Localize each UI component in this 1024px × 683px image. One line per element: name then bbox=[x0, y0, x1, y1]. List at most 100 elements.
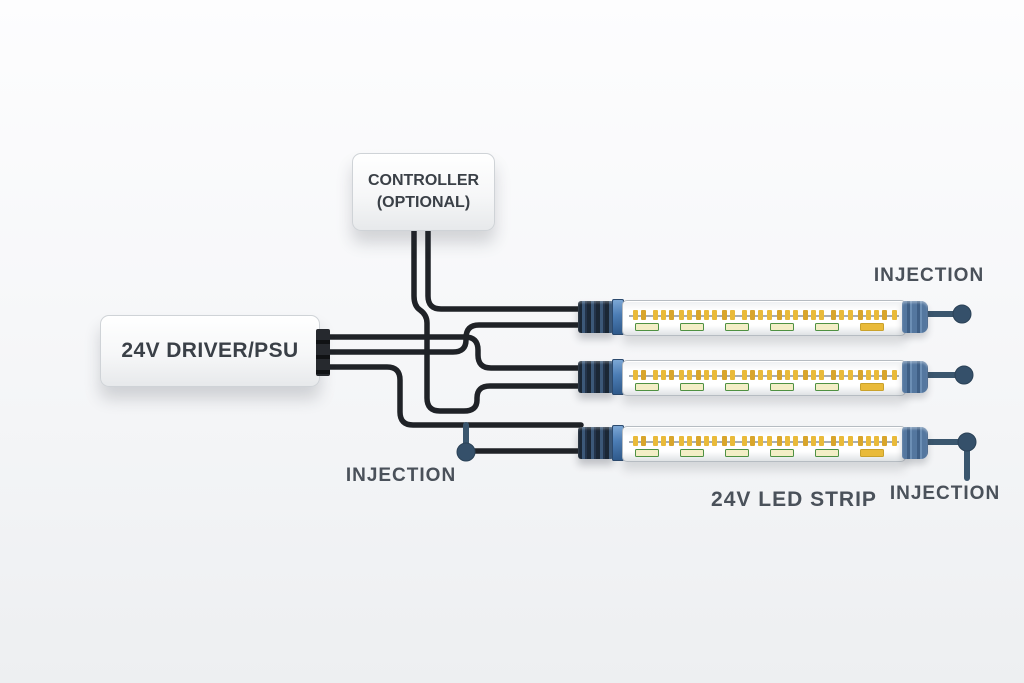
led-chip bbox=[712, 310, 717, 320]
led-chip bbox=[811, 370, 817, 380]
led-chip bbox=[742, 436, 747, 446]
resistor bbox=[815, 383, 839, 391]
led-chip bbox=[758, 436, 764, 446]
strip-tube bbox=[622, 360, 906, 396]
injection-node-strip3 bbox=[957, 432, 977, 452]
led-chip bbox=[679, 370, 685, 380]
led-chip bbox=[766, 436, 772, 446]
led-chip bbox=[874, 310, 879, 320]
resistor bbox=[860, 449, 884, 457]
led-chip bbox=[687, 370, 693, 380]
strip-end-cap bbox=[902, 361, 928, 393]
led-chip bbox=[831, 436, 837, 446]
resistor bbox=[725, 323, 749, 331]
led-chip bbox=[661, 310, 666, 320]
led-strip-2 bbox=[578, 359, 928, 396]
resistor bbox=[770, 449, 794, 457]
led-chip bbox=[722, 370, 727, 380]
led-chip bbox=[847, 370, 853, 380]
resistor bbox=[635, 449, 659, 457]
led-chip bbox=[641, 436, 646, 446]
led-chip bbox=[750, 436, 756, 446]
strip-connector-collar bbox=[612, 359, 624, 395]
led-chip bbox=[766, 370, 772, 380]
led-chip bbox=[819, 436, 825, 446]
controller-label: CONTROLLER (OPTIONAL) bbox=[367, 172, 480, 211]
resistor bbox=[725, 383, 749, 391]
strip-connector-collar bbox=[612, 299, 624, 335]
resistor bbox=[770, 383, 794, 391]
led-chip bbox=[695, 310, 701, 320]
strip-end-cap bbox=[902, 427, 928, 459]
led-chip bbox=[687, 436, 693, 446]
led-chip bbox=[641, 370, 646, 380]
led-chip bbox=[679, 436, 685, 446]
led-chip bbox=[703, 370, 709, 380]
led-chip bbox=[632, 436, 638, 446]
led-chip bbox=[803, 310, 808, 320]
led-chip bbox=[758, 310, 764, 320]
led-chip bbox=[652, 370, 658, 380]
led-chip bbox=[793, 370, 798, 380]
strip-connector-collar bbox=[612, 425, 624, 461]
led-chip bbox=[865, 370, 871, 380]
led-chip bbox=[776, 310, 782, 320]
led-chip bbox=[874, 370, 879, 380]
led-chip bbox=[641, 310, 646, 320]
led-chip bbox=[892, 436, 898, 446]
led-chip bbox=[776, 370, 782, 380]
led-chip bbox=[687, 310, 693, 320]
led-chip bbox=[882, 370, 888, 380]
led-chip bbox=[742, 310, 747, 320]
led-chip bbox=[742, 370, 747, 380]
strip-tube bbox=[622, 300, 906, 336]
led-chip bbox=[831, 310, 837, 320]
led-chip bbox=[811, 310, 817, 320]
led-chip bbox=[632, 310, 638, 320]
pcb-trace bbox=[629, 441, 899, 443]
injection-node-strip2 bbox=[954, 365, 974, 385]
led-chip bbox=[882, 436, 888, 446]
led-chip bbox=[695, 370, 701, 380]
led-strip-3 bbox=[578, 425, 928, 462]
led-chip bbox=[703, 310, 709, 320]
led-chip bbox=[784, 310, 790, 320]
led-chip bbox=[730, 310, 736, 320]
psu-label: 24V DRIVER/PSU bbox=[121, 339, 299, 362]
led-chip bbox=[874, 436, 879, 446]
resistor bbox=[680, 383, 704, 391]
led-chip bbox=[892, 310, 898, 320]
led-chip bbox=[831, 370, 837, 380]
led-chip bbox=[784, 370, 790, 380]
led-chip bbox=[722, 310, 727, 320]
led-chip bbox=[703, 436, 709, 446]
led-chip bbox=[661, 370, 666, 380]
resistor bbox=[770, 323, 794, 331]
led-chip bbox=[766, 310, 772, 320]
psu-box: 24V DRIVER/PSU bbox=[100, 315, 320, 387]
pcb-trace bbox=[629, 375, 899, 377]
led-chip bbox=[793, 436, 798, 446]
led-chip bbox=[882, 310, 888, 320]
led-chip bbox=[669, 310, 675, 320]
led-chip bbox=[811, 436, 817, 446]
strip-tube bbox=[622, 426, 906, 462]
led-chip bbox=[730, 370, 736, 380]
resistor bbox=[680, 449, 704, 457]
wire-controller-to-strip2 bbox=[411, 219, 584, 414]
resistor bbox=[725, 449, 749, 457]
led-chip bbox=[857, 370, 863, 380]
led-chip bbox=[865, 436, 871, 446]
led-chip bbox=[865, 310, 871, 320]
injection-label-bottom-left: INJECTION bbox=[345, 465, 457, 486]
wire-controller-to-strip1 bbox=[425, 219, 584, 312]
led-chip bbox=[730, 436, 736, 446]
led-chip bbox=[758, 370, 764, 380]
led-chip bbox=[847, 436, 853, 446]
led-chip bbox=[819, 310, 825, 320]
resistor bbox=[635, 383, 659, 391]
resistor bbox=[635, 323, 659, 331]
led-chip bbox=[803, 436, 808, 446]
